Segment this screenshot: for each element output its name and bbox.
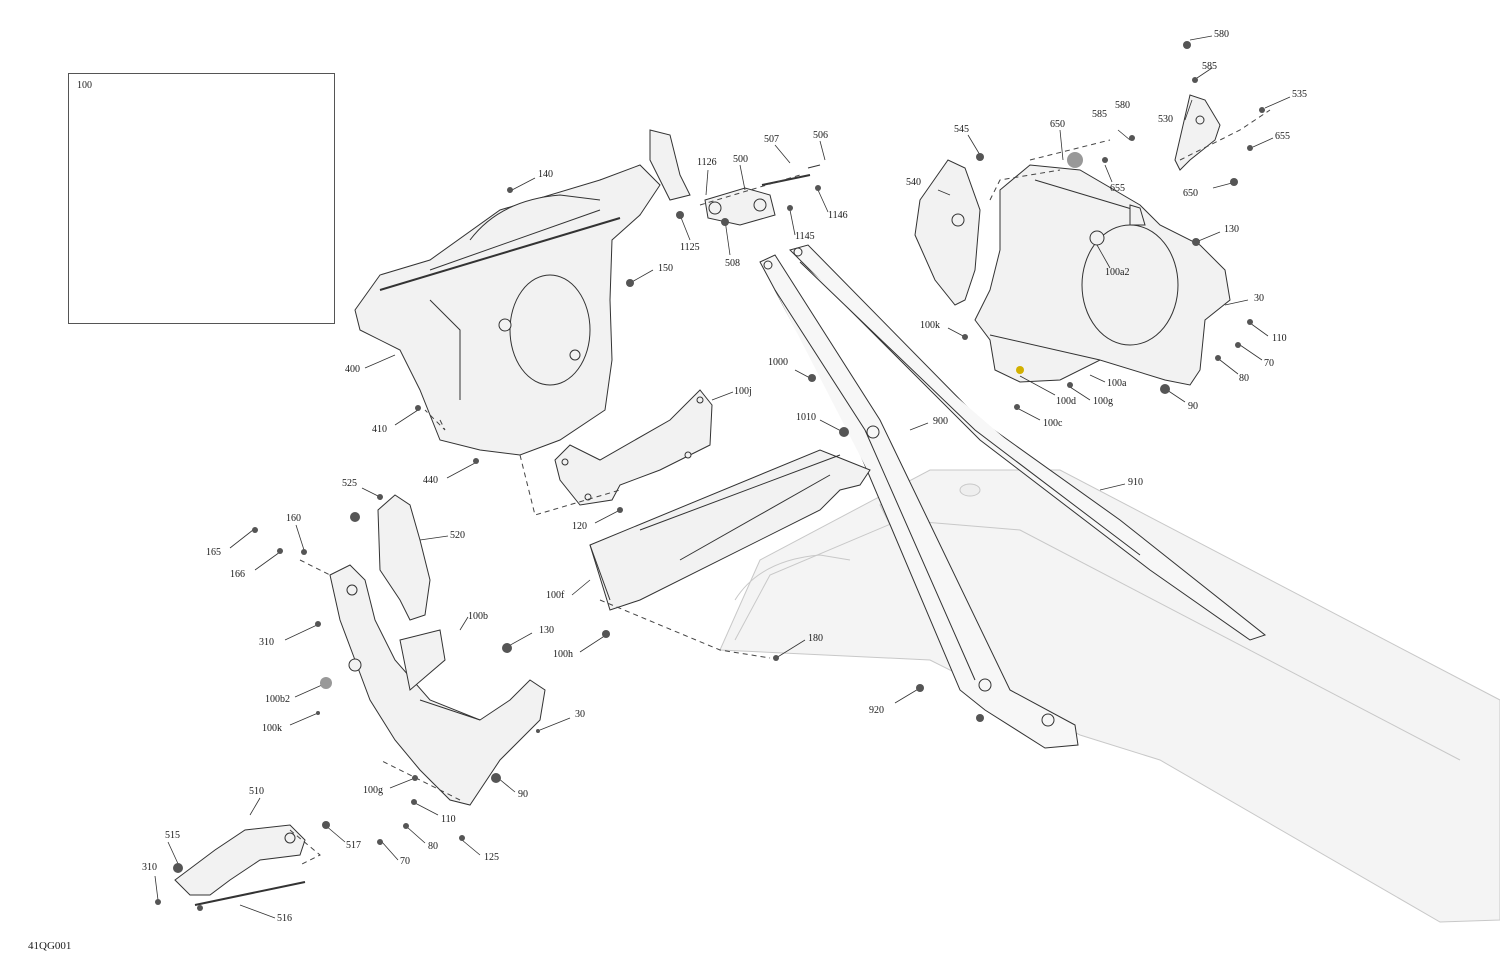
callout-100k: 100k <box>920 320 940 331</box>
callout-100k-b: 100k <box>262 723 282 734</box>
callout-100j: 100j <box>734 386 752 397</box>
callout-580-b: 580 <box>1115 100 1130 111</box>
callout-410: 410 <box>372 424 387 435</box>
part-910-tube <box>789 244 1267 641</box>
part-510-bracket <box>174 824 306 906</box>
callout-165: 165 <box>206 547 221 558</box>
callout-655-b: 655 <box>1110 183 1125 194</box>
callout-507: 507 <box>764 134 779 145</box>
callout-150: 150 <box>658 263 673 274</box>
part-520-bracket <box>377 494 431 621</box>
callout-160: 160 <box>286 513 301 524</box>
part-530-bracket <box>1174 94 1221 171</box>
part-100a-rear-frame <box>974 164 1231 386</box>
callout-90-b: 90 <box>518 789 528 800</box>
callout-510: 510 <box>249 786 264 797</box>
callout-310: 310 <box>259 637 274 648</box>
callout-80-b: 80 <box>428 841 438 852</box>
callout-130-b: 130 <box>539 625 554 636</box>
callout-30: 30 <box>1254 293 1264 304</box>
callout-650-b: 650 <box>1050 119 1065 130</box>
callout-130: 130 <box>1224 224 1239 235</box>
callout-400: 400 <box>345 364 360 375</box>
callout-100d: 100d <box>1056 396 1076 407</box>
callout-100a: 100a <box>1107 378 1127 389</box>
callout-30-b: 30 <box>575 709 585 720</box>
callout-910: 910 <box>1128 477 1143 488</box>
callout-540: 540 <box>906 177 921 188</box>
callout-525: 525 <box>342 478 357 489</box>
callout-1010: 1010 <box>796 412 816 423</box>
drawing-code: 41QG001 <box>28 940 72 952</box>
callout-515: 515 <box>165 830 180 841</box>
callout-440: 440 <box>423 475 438 486</box>
callout-100f: 100f <box>546 590 565 601</box>
part-100j-plate <box>554 389 713 506</box>
part-900-tube <box>759 254 1079 749</box>
leader-lines <box>154 35 1291 919</box>
callout-545: 545 <box>954 124 969 135</box>
callout-1126: 1126 <box>697 157 717 168</box>
callout-110: 110 <box>1272 333 1287 344</box>
inset-label: 100 <box>77 80 92 91</box>
callout-110-b: 110 <box>441 814 456 825</box>
part-100b-lower-frame <box>329 564 546 806</box>
callout-120: 120 <box>572 521 587 532</box>
part-540-bracket <box>914 159 981 306</box>
assembly-lines <box>289 109 1271 866</box>
callout-506: 506 <box>813 130 828 141</box>
callout-655: 655 <box>1275 131 1290 142</box>
inset-frame-box: 100 <box>68 73 335 324</box>
callout-520: 520 <box>450 530 465 541</box>
callout-920: 920 <box>869 705 884 716</box>
callout-1125: 1125 <box>680 242 700 253</box>
callout-90: 90 <box>1188 401 1198 412</box>
callout-650: 650 <box>1183 188 1198 199</box>
part-500-steering-assembly <box>704 164 821 226</box>
callout-535: 535 <box>1292 89 1307 100</box>
callout-517: 517 <box>346 840 361 851</box>
callout-516: 516 <box>277 913 292 924</box>
part-100f-channel <box>589 449 871 611</box>
callout-100a2: 100a2 <box>1105 267 1130 278</box>
fasteners <box>155 41 1265 911</box>
callout-80: 80 <box>1239 373 1249 384</box>
callout-125: 125 <box>484 852 499 863</box>
callout-1000: 1000 <box>768 357 788 368</box>
callout-508: 508 <box>725 258 740 269</box>
callout-1146: 1146 <box>828 210 848 221</box>
callout-100c: 100c <box>1043 418 1063 429</box>
callout-100b2: 100b2 <box>265 694 290 705</box>
callout-70-b: 70 <box>400 856 410 867</box>
callout-580: 580 <box>1214 29 1229 40</box>
callout-166: 166 <box>230 569 245 580</box>
callout-310-b: 310 <box>142 862 157 873</box>
part-400-bulkhead <box>354 129 691 456</box>
callout-585-b: 585 <box>1092 109 1107 120</box>
callout-900: 900 <box>933 416 948 427</box>
callout-530: 530 <box>1158 114 1173 125</box>
callout-1145: 1145 <box>795 231 815 242</box>
callout-100h: 100h <box>553 649 573 660</box>
callout-100b: 100b <box>468 611 488 622</box>
callout-180: 180 <box>808 633 823 644</box>
callout-140: 140 <box>538 169 553 180</box>
callout-500: 500 <box>733 154 748 165</box>
callout-100g-b: 100g <box>363 785 383 796</box>
callout-70: 70 <box>1264 358 1274 369</box>
callout-585: 585 <box>1202 61 1217 72</box>
callout-100g: 100g <box>1093 396 1113 407</box>
